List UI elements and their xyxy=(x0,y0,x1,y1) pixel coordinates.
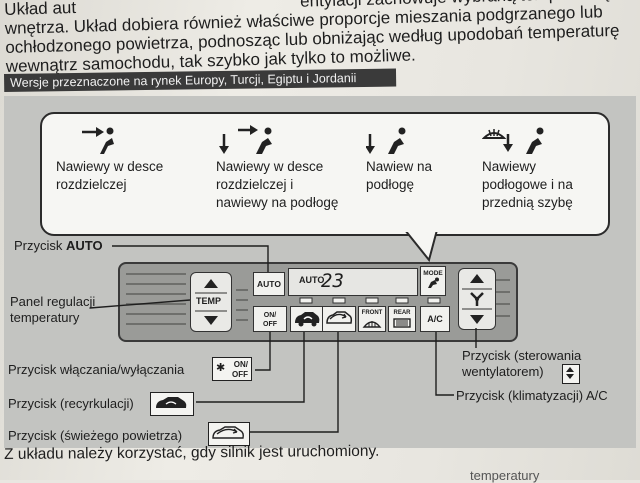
fan-control-label: Przycisk (sterowania wentylatorem) xyxy=(462,348,581,380)
mode-button-label: MODE xyxy=(423,270,443,277)
mode-button[interactable]: MODE xyxy=(420,266,446,296)
lcd-temperature: 23 xyxy=(321,270,344,292)
vent-label-line: przednią szybę xyxy=(482,195,573,210)
auto-label-bold: AUTO xyxy=(66,238,103,253)
footer-note: Z układu należy korzystać, gdy silnik je… xyxy=(4,442,380,463)
vent-label-line: nawiewy na podłogę xyxy=(216,195,339,210)
lcd-auto-indicator: AUTO xyxy=(299,275,325,285)
vent-label-line: Nawiewy xyxy=(482,159,537,174)
fresh-air-button[interactable] xyxy=(322,306,356,332)
fan-label-1: Przycisk (sterowania xyxy=(462,348,582,363)
vent-label-line: rozdzielczej i xyxy=(216,177,294,192)
rear-defrost-button[interactable]: REAR xyxy=(388,306,416,332)
on-off-badge-line-2: OFF xyxy=(232,370,248,379)
vent-floor-windshield-icon xyxy=(482,127,544,154)
vent-mode-floor-windshield: Nawiewy podłogowe i na przednią szybę xyxy=(482,124,573,212)
vent-label-line: Nawiew na xyxy=(366,159,433,174)
vent-mode-floor: Nawiew na podłogę xyxy=(366,124,432,194)
recirculation-badge xyxy=(150,392,194,416)
rear-label: REAR xyxy=(393,310,411,316)
rear-defrost-icon xyxy=(393,318,411,328)
auto-button[interactable]: AUTO xyxy=(253,272,285,296)
auto-label-prefix: Przycisk xyxy=(14,238,66,253)
vent-label-line: podłogę xyxy=(366,177,415,192)
fresh-air-icon xyxy=(326,311,353,324)
vent-modes-callout xyxy=(40,112,610,236)
snowflake-icon: ✱ xyxy=(216,362,226,374)
auto-button-label: Przycisk AUTO xyxy=(14,238,103,254)
fan-rocker-arrows xyxy=(462,274,492,324)
fresh-air-label: Przycisk (świeżego powietrza) xyxy=(8,428,183,443)
ac-label: Przycisk (klimatyzacji) A/C xyxy=(456,388,608,403)
recirculation-badge-icon xyxy=(156,397,187,408)
front-label: FRONT xyxy=(361,310,383,316)
front-defrost-button[interactable]: FRONT xyxy=(358,306,386,332)
vent-floor-icon xyxy=(366,127,406,154)
on-off-badge-line-1: ON/ xyxy=(233,360,248,369)
mode-vent-icon xyxy=(428,277,439,288)
vent-label-line: rozdzielczej xyxy=(56,177,127,192)
vent-label-line: Nawiewy w desce xyxy=(56,159,164,174)
callout-tail xyxy=(403,226,439,263)
recirculation-icon xyxy=(295,312,320,327)
vent-label-line: podłogowe i na xyxy=(482,177,573,192)
fresh-air-badge xyxy=(208,422,250,446)
fan-speed-rocker[interactable] xyxy=(458,268,496,330)
temperature-display: AUTO 23 xyxy=(288,268,418,296)
footer-partial: temperatury xyxy=(470,468,540,483)
on-off-label: Przycisk włączania/wyłączania xyxy=(8,362,185,377)
temperature-rocker[interactable]: TEMP xyxy=(190,272,232,332)
on-off-label-2: OFF xyxy=(263,321,277,328)
fresh-air-badge-icon xyxy=(212,426,244,439)
recirculation-button[interactable] xyxy=(290,306,324,332)
on-off-badge: ✱ ON/ OFF xyxy=(212,357,252,381)
vent-mode-dashboard-floor: Nawiewy w desce rozdzielczej i nawiewy n… xyxy=(216,124,338,212)
vent-dashboard-floor-icon xyxy=(219,125,272,154)
temp-panel-label: Panel regulacji temperatury xyxy=(10,294,95,326)
fan-label-2: wentylatorem) xyxy=(462,364,544,379)
temperature-rocker-arrows xyxy=(195,279,227,325)
recirculation-label: Przycisk (recyrkulacji) xyxy=(8,396,134,411)
fan-badge-arrows-icon xyxy=(566,367,574,379)
vent-label-line: Nawiewy w desce xyxy=(216,159,324,174)
on-off-button[interactable]: ON/ OFF xyxy=(253,306,287,332)
ac-button[interactable]: A/C xyxy=(420,306,450,332)
front-defrost-icon xyxy=(362,321,382,328)
temp-panel-label-2: temperatury xyxy=(10,310,80,325)
temp-label: TEMP xyxy=(196,296,222,306)
fan-badge xyxy=(562,364,580,384)
on-off-label-1: ON/ xyxy=(263,312,277,319)
vent-dashboard-icon xyxy=(82,127,114,154)
temp-panel-label-1: Panel regulacji xyxy=(10,294,96,309)
vent-mode-dashboard: Nawiewy w desce rozdzielczej xyxy=(56,124,163,194)
